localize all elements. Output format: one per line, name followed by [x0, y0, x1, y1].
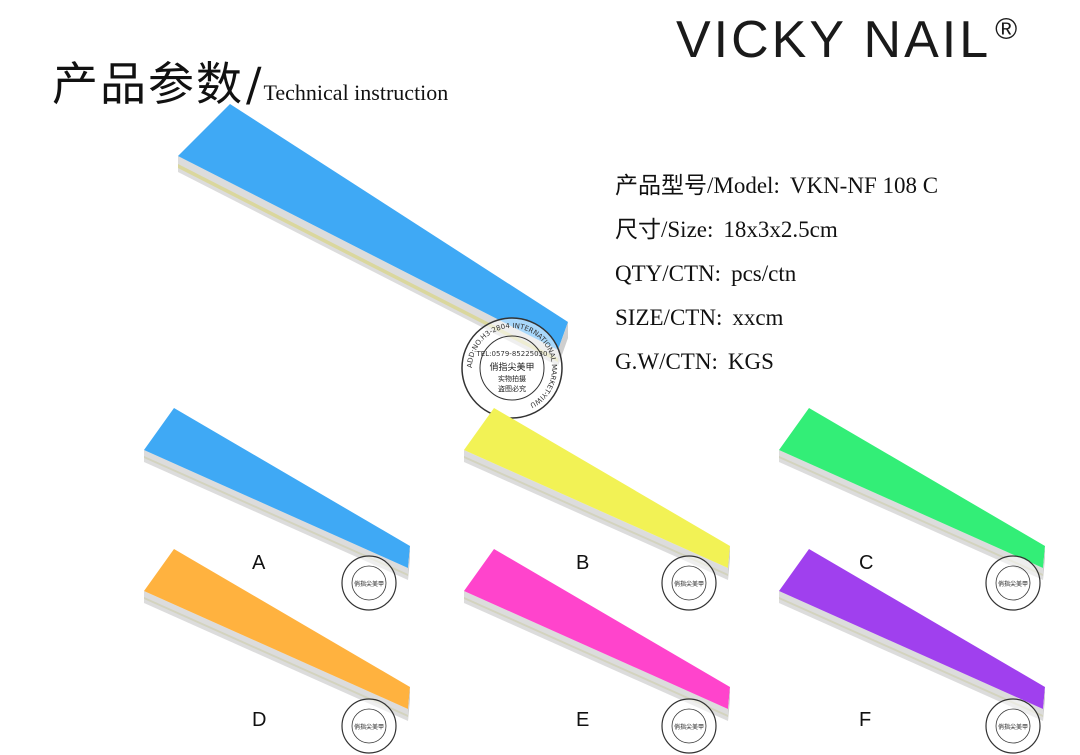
stamp-center-1: 俏指尖美甲: [674, 723, 704, 731]
buffer-top-face: [464, 549, 730, 709]
spec-label: SIZE/CTN:: [615, 305, 723, 330]
brand-name: VICKY NAIL: [676, 11, 992, 69]
spec-label: 尺寸/Size:: [615, 217, 714, 242]
spec-value: 18x3x2.5cm: [723, 217, 838, 242]
buffer-variant-b: [460, 404, 735, 584]
page-heading: 产品参数 / Technical instruction: [52, 48, 448, 114]
variant-watermark-stamp: 俏指尖美甲: [984, 554, 1042, 612]
stamp-center-1: 俏指尖美甲: [354, 580, 384, 588]
hero-buffer-top: [178, 104, 568, 350]
variant-label-c: C: [859, 552, 874, 574]
variant-label-e: E: [576, 709, 590, 731]
spec-row-carton-size: SIZE/CTN: xxcm: [615, 296, 938, 340]
buffer-top-face: [779, 408, 1045, 568]
spec-label: 产品型号/Model:: [615, 173, 780, 198]
stamp-center-2: 实物拍摄: [498, 374, 526, 383]
spec-list: 产品型号/Model: VKN-NF 108 C 尺寸/Size: 18x3x2.5…: [615, 164, 938, 384]
variant-label-b: B: [576, 552, 590, 574]
variant-watermark-stamp: 俏指尖美甲: [984, 697, 1042, 755]
buffer-variant-d: [140, 545, 415, 725]
spec-value: KGS: [727, 349, 774, 374]
buffer-variant-c: [775, 404, 1050, 584]
spec-row-qty: QTY/CTN: pcs/ctn: [615, 252, 938, 296]
stamp-center-3: 盗图必究: [498, 384, 526, 393]
spec-row-size: 尺寸/Size: 18x3x2.5cm: [615, 208, 938, 252]
heading-english: Technical instruction: [263, 80, 449, 105]
hero-watermark-stamp: ADD:NO.H3-2804 INTERNATIONAL MARKET-YIWU…: [460, 316, 564, 420]
variant-watermark-stamp: 俏指尖美甲: [340, 697, 398, 755]
variant-watermark-stamp: 俏指尖美甲: [660, 554, 718, 612]
variant-label-d: D: [252, 709, 267, 731]
spec-value: xxcm: [732, 305, 784, 330]
buffer-variant-e: [460, 545, 735, 725]
variant-watermark-stamp: 俏指尖美甲: [340, 554, 398, 612]
stamp-center-1: 俏指尖美甲: [354, 723, 384, 731]
heading-chinese: 产品参数: [52, 57, 244, 111]
spec-row-model: 产品型号/Model: VKN-NF 108 C: [615, 164, 938, 208]
buffer-variant-f: [775, 545, 1050, 725]
spec-value: pcs/ctn: [731, 261, 797, 286]
heading-slash: /: [246, 57, 262, 111]
buffer-variant-a: [140, 404, 415, 584]
variant-label-a: A: [252, 552, 266, 574]
stamp-center-1: 俏指尖美甲: [674, 580, 704, 588]
registered-mark: ®: [995, 13, 1021, 46]
buffer-top-face: [779, 549, 1045, 709]
variant-watermark-stamp: 俏指尖美甲: [660, 697, 718, 755]
spec-label: QTY/CTN:: [615, 261, 722, 286]
buffer-top-face: [144, 408, 410, 568]
brand-logo: VICKY NAIL®: [676, 10, 1020, 70]
stamp-tel: TEL:0579-85225030: [476, 350, 548, 358]
spec-value: VKN-NF 108 C: [789, 173, 939, 198]
stamp-center-1: 俏指尖美甲: [998, 723, 1028, 731]
spec-row-weight: G.W/CTN: KGS: [615, 340, 938, 384]
buffer-top-face: [464, 408, 730, 568]
stamp-center-1: 俏指尖美甲: [489, 361, 534, 373]
buffer-top-face: [144, 549, 410, 709]
spec-label: G.W/CTN:: [615, 349, 718, 374]
variant-label-f: F: [859, 709, 872, 731]
stamp-center-1: 俏指尖美甲: [998, 580, 1028, 588]
